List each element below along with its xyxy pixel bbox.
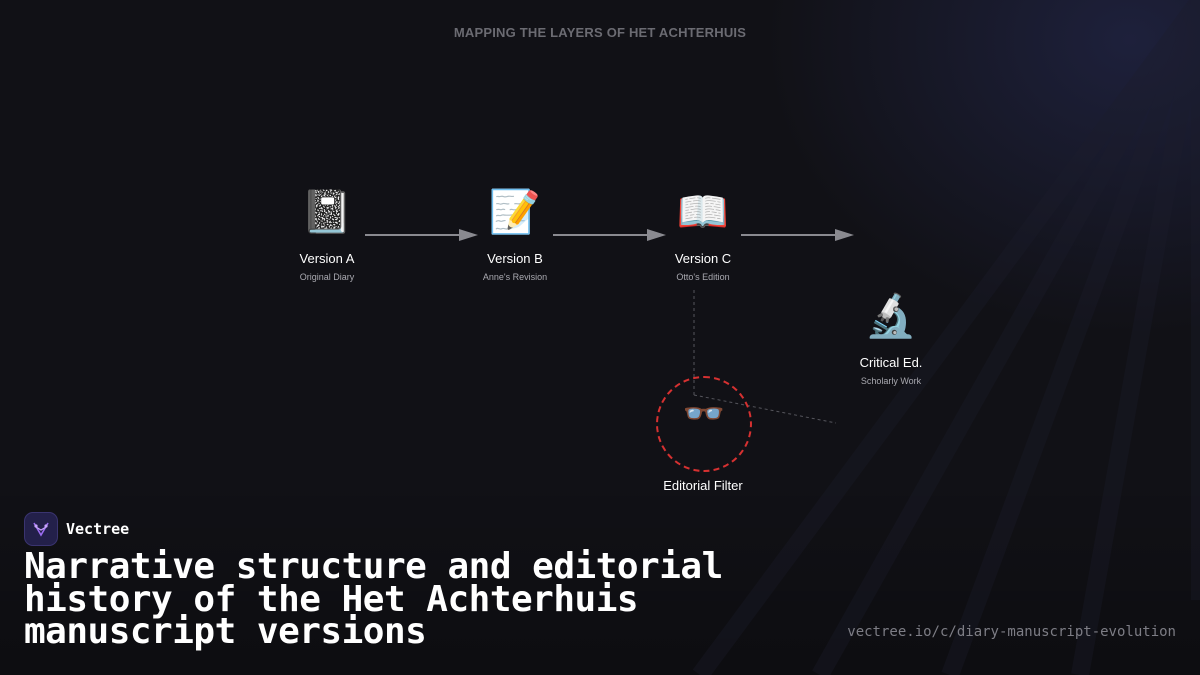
node-version-c: 📖 Version C Otto's Edition bbox=[633, 187, 773, 282]
editorial-filter-ring bbox=[656, 376, 752, 472]
vectree-logo-icon bbox=[24, 512, 58, 546]
node-label: Critical Ed. bbox=[859, 355, 923, 370]
page-headline: Narrative structure and editorial histor… bbox=[24, 546, 723, 652]
node-label: Version B bbox=[487, 251, 543, 266]
node-critical-edition: 🔬 Critical Ed. Scholarly Work bbox=[821, 291, 961, 386]
microscope-icon: 🔬 bbox=[864, 291, 918, 340]
node-label: Version C bbox=[674, 251, 732, 266]
arrow-b-to-c bbox=[553, 229, 666, 241]
node-sublabel: Original Diary bbox=[299, 272, 355, 282]
node-sublabel: Scholarly Work bbox=[860, 376, 922, 386]
node-version-a: 📓 Version A Original Diary bbox=[257, 187, 397, 282]
node-sublabel: Anne's Revision bbox=[482, 272, 548, 282]
brand: Vectree bbox=[24, 512, 129, 546]
brand-name: Vectree bbox=[66, 520, 130, 538]
node-label: Version A bbox=[299, 251, 355, 266]
arrow-a-to-b bbox=[365, 229, 478, 241]
notebook-icon: 📓 bbox=[300, 187, 354, 236]
arrow-c-to-critical bbox=[741, 229, 854, 241]
source-url: vectree.io/c/diary-manuscript-evolution bbox=[847, 624, 1176, 640]
editorial-filter-label: Editorial Filter bbox=[663, 478, 743, 493]
diagram-title: MAPPING THE LAYERS OF HET ACHTERHUIS bbox=[453, 25, 747, 40]
glasses-icon: 👓 bbox=[682, 395, 726, 433]
open-book-icon: 📖 bbox=[676, 187, 730, 236]
node-sublabel: Otto's Edition bbox=[676, 272, 730, 282]
node-version-b: 📝 Version B Anne's Revision bbox=[445, 187, 585, 282]
memo-pencil-icon: 📝 bbox=[488, 187, 542, 236]
